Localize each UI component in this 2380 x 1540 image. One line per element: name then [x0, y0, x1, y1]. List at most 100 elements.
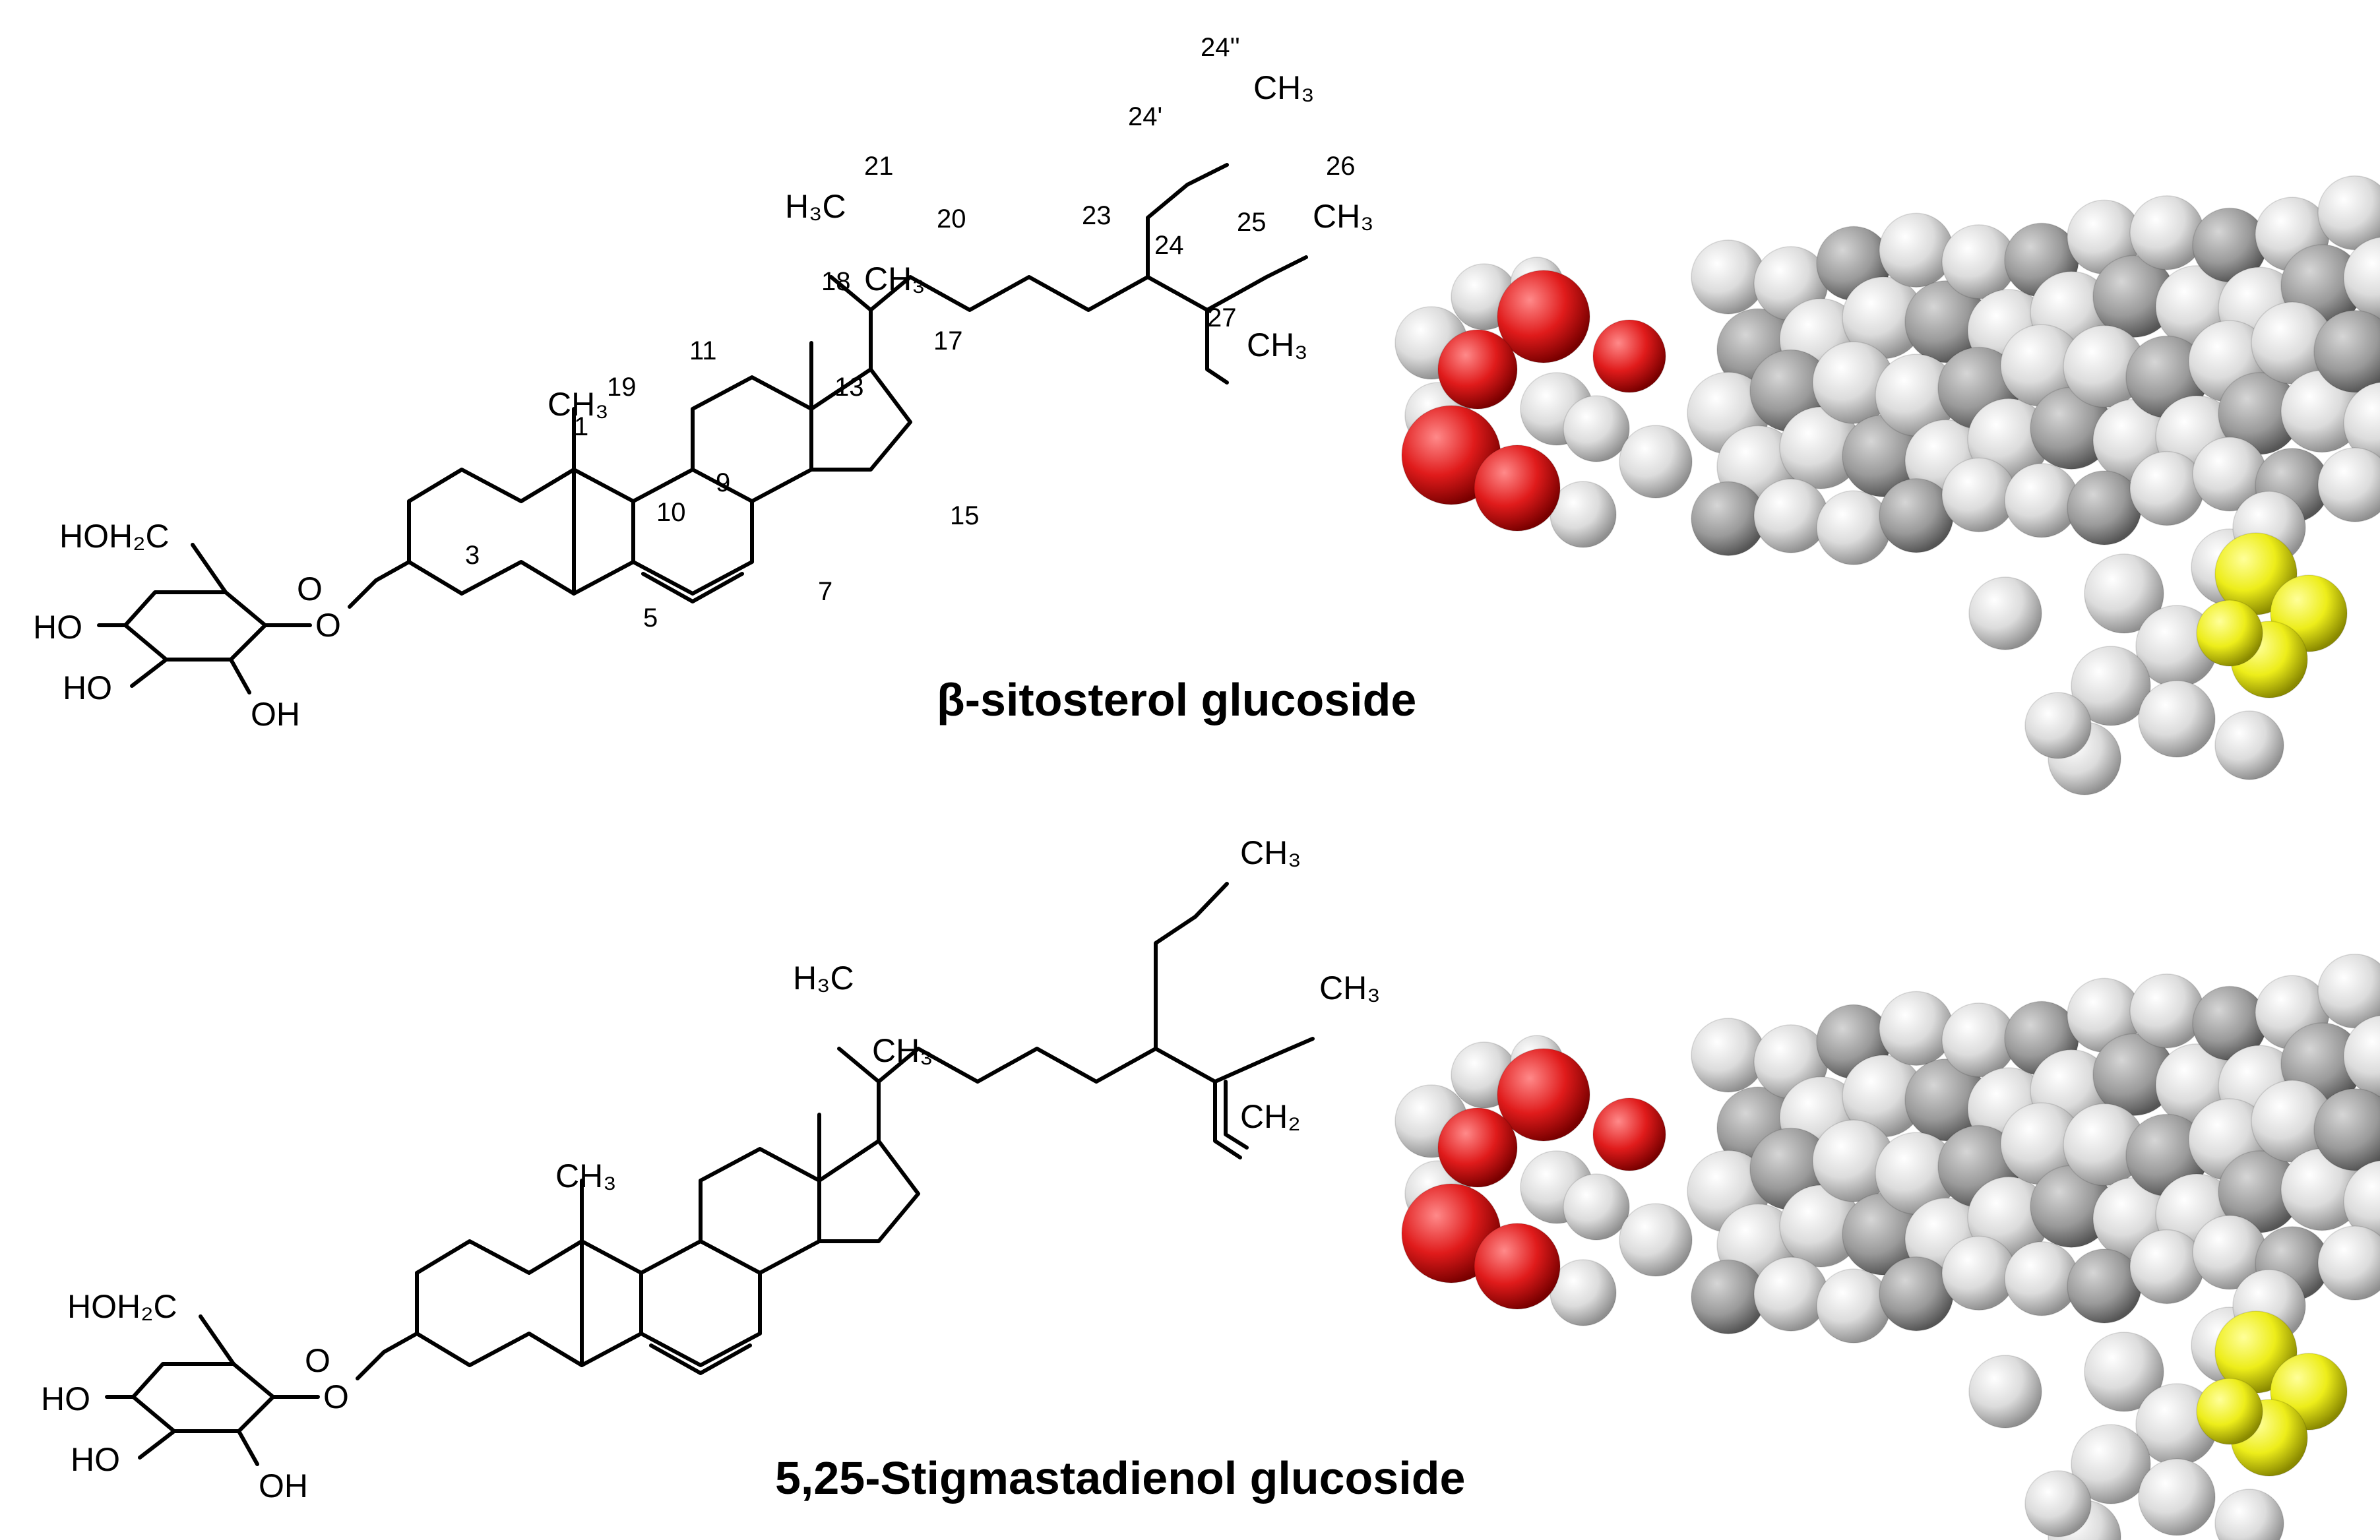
carbon-number: 15: [950, 501, 980, 530]
label-ho-1: HO: [41, 1380, 90, 1417]
carbon-number: 23: [1082, 201, 1112, 230]
label-hoh2c: HOH₂C: [59, 518, 170, 555]
glucose-labels-top: HOH₂C O HO HO OH O: [33, 518, 341, 733]
label-ch3-19: CH₃: [555, 1157, 617, 1194]
atom-sphere: [2004, 1241, 2079, 1316]
atom-sphere: [1879, 991, 1954, 1066]
carbon-number: 24: [1154, 231, 1184, 260]
label-ch3-27: CH₃: [1247, 326, 1308, 363]
label-h3c-21: H₃C: [785, 188, 846, 225]
carbon-number: 10: [656, 498, 686, 527]
atom-sphere: [2317, 1225, 2380, 1301]
atom-sphere: [1592, 1097, 1666, 1171]
atom-sphere: [1497, 270, 1590, 363]
atom-sphere: [1563, 1173, 1630, 1241]
glucose-labels-bottom: HOH₂C O HO HO OH O: [41, 1288, 349, 1504]
atom-sphere: [1619, 425, 1693, 499]
label-glycosidic-o: O: [323, 1378, 349, 1415]
atom-sphere: [2129, 1229, 2205, 1305]
atom-sphere: [2343, 1015, 2380, 1097]
atom-sphere: [2024, 1470, 2092, 1537]
atom-sphere: [2214, 710, 2284, 780]
atom-sphere: [2071, 646, 2151, 726]
atom-sphere: [1563, 395, 1630, 462]
atom-sphere: [1816, 490, 1891, 565]
label-ch3-24pp: CH₃: [1253, 69, 1315, 106]
atom-sphere: [1879, 212, 1954, 288]
label-glycosidic-o: O: [315, 607, 341, 644]
atom-sphere: [2313, 309, 2380, 393]
atom-sphere: [2129, 195, 2205, 270]
molecule-bottom-skeletal: [107, 882, 1315, 1464]
atom-sphere: [1497, 1048, 1590, 1142]
carbon-number: 18: [821, 267, 851, 296]
carbon-number: 1: [574, 412, 588, 441]
label-oh: OH: [251, 696, 300, 733]
atom-sphere: [1816, 1268, 1891, 1343]
label-ring-oxygen: O: [305, 1342, 330, 1379]
atom-sphere: [1753, 1256, 1829, 1332]
carbon-number: 21: [864, 152, 894, 181]
atom-sphere: [2313, 1088, 2380, 1171]
atom-sphere: [2138, 1458, 2216, 1536]
label-ch3-18: CH₃: [864, 261, 925, 297]
atom-sphere: [1968, 1355, 2042, 1429]
label-ch2-25: CH₂: [1240, 1098, 1301, 1135]
atom-sphere: [2317, 175, 2380, 251]
carbon-number: 11: [689, 336, 717, 365]
label-ho-2: HO: [71, 1441, 120, 1478]
atom-sphere: [2138, 680, 2216, 758]
label-ring-oxygen: O: [297, 570, 323, 607]
label-ho-1: HO: [33, 609, 82, 646]
carbon-number: 9: [716, 468, 730, 497]
carbon-number: 7: [818, 577, 832, 606]
atom-sphere: [2196, 1378, 2263, 1445]
label-oh: OH: [259, 1467, 308, 1504]
atom-sphere: [1474, 1223, 1561, 1310]
atom-sphere: [2214, 1489, 2284, 1540]
label-ch3-26: CH₃: [1319, 970, 1381, 1006]
label-ch3-18: CH₃: [872, 1032, 933, 1069]
carbon-numbers: 1 3 5 7 9 10 11 13 15 17 18 19 20 21 23 …: [465, 33, 1356, 632]
atom-sphere: [2196, 600, 2263, 667]
carbon-number: 24'': [1201, 33, 1240, 62]
atom-sphere: [2129, 973, 2205, 1049]
atom-sphere: [2343, 1160, 2380, 1243]
atom-sphere: [2071, 1424, 2151, 1504]
atom-sphere: [2129, 450, 2205, 526]
molecule-title-top: β-sitosterol glucoside: [937, 674, 1416, 725]
atom-sphere: [1474, 445, 1561, 532]
atom-sphere: [1592, 319, 1666, 393]
atom-sphere: [2343, 382, 2380, 464]
label-ho-2: HO: [63, 669, 112, 706]
atom-sphere: [1619, 1203, 1693, 1277]
molecule-top-skeletal: [99, 163, 1308, 693]
atom-sphere: [2024, 692, 2092, 759]
methyl-labels-top: CH₃ CH₃ H₃C CH₃ CH₃ CH₃: [548, 69, 1374, 423]
space-filling-model-bottom: [1394, 953, 2380, 1540]
molecule-title-bottom: 5,25-Stigmastadienol glucoside: [775, 1452, 1465, 1504]
atom-sphere: [2004, 463, 2079, 538]
atom-sphere: [2084, 1332, 2164, 1412]
carbon-number: 20: [937, 204, 966, 233]
atom-sphere: [1437, 1107, 1518, 1188]
label-ch3-ethyl: CH₃: [1240, 834, 1301, 871]
atom-sphere: [2317, 447, 2380, 522]
carbon-number: 19: [607, 373, 637, 402]
atom-sphere: [1437, 329, 1518, 410]
carbon-number: 27: [1207, 303, 1237, 332]
space-filling-model-top: [1394, 175, 2380, 795]
carbon-number: 5: [643, 603, 658, 632]
label-h3c-21: H₃C: [793, 960, 854, 997]
atom-sphere: [1968, 576, 2042, 650]
carbon-number: 17: [933, 326, 963, 355]
carbon-number: 25: [1237, 208, 1267, 237]
atom-sphere: [2084, 553, 2164, 634]
carbon-number: 3: [465, 541, 480, 570]
carbon-number: 13: [834, 373, 864, 402]
label-ch3-19: CH₃: [548, 386, 609, 423]
methyl-labels-bottom: CH₃ CH₃ H₃C CH₃ CH₃ CH₂: [555, 834, 1381, 1194]
carbon-number: 24': [1128, 102, 1162, 131]
atom-sphere: [2343, 237, 2380, 319]
